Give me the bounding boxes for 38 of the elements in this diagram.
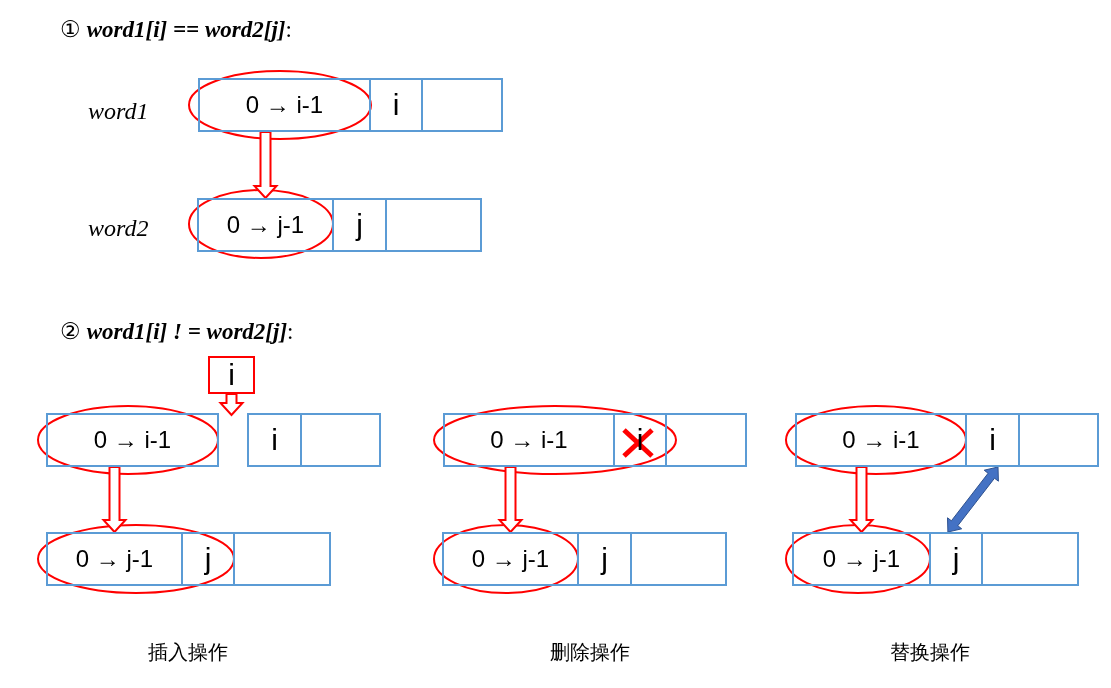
block-arrow [218, 393, 245, 417]
operation-caption: 插入操作 [148, 640, 228, 664]
double-arrow [947, 466, 999, 533]
section-heading: ① word1[i] == word2[j]: [60, 16, 292, 44]
section-heading: ② word1[i] ! = word2[j]: [60, 318, 294, 346]
operation-caption: 删除操作 [550, 640, 630, 664]
array-cell [385, 198, 482, 252]
array-cell: j [181, 532, 235, 586]
array-cell: 0 → i-1 [198, 78, 371, 132]
row-label: word1 [88, 97, 149, 126]
array-cell: i [247, 413, 302, 467]
array-cell: 0 → j-1 [792, 532, 931, 586]
array-cell: 0 → j-1 [46, 532, 183, 586]
block-arrow [252, 131, 279, 200]
array-cell: j [929, 532, 983, 586]
array-cell [1018, 413, 1099, 467]
array-cell: i [369, 78, 423, 132]
array-cell [421, 78, 503, 132]
array-cell: i [965, 413, 1020, 467]
array-cell: j [577, 532, 632, 586]
array-cell [300, 413, 381, 467]
array-cell: 0 → j-1 [442, 532, 579, 586]
array-cell: 0 → j-1 [197, 198, 334, 252]
array-cell: 0 → i-1 [46, 413, 219, 467]
block-arrow [497, 466, 524, 534]
row-label: word2 [88, 214, 149, 243]
block-arrow [848, 466, 875, 534]
array-cell [233, 532, 331, 586]
callout-box: i [208, 356, 255, 394]
array-cell: 0 → i-1 [443, 413, 615, 467]
array-cell: j [332, 198, 387, 252]
operation-caption: 替换操作 [890, 640, 970, 664]
array-cell: 0 → i-1 [795, 413, 967, 467]
array-cell: i [613, 413, 667, 467]
array-cell [981, 532, 1079, 586]
array-cell [665, 413, 747, 467]
block-arrow [101, 466, 128, 534]
array-cell [630, 532, 727, 586]
